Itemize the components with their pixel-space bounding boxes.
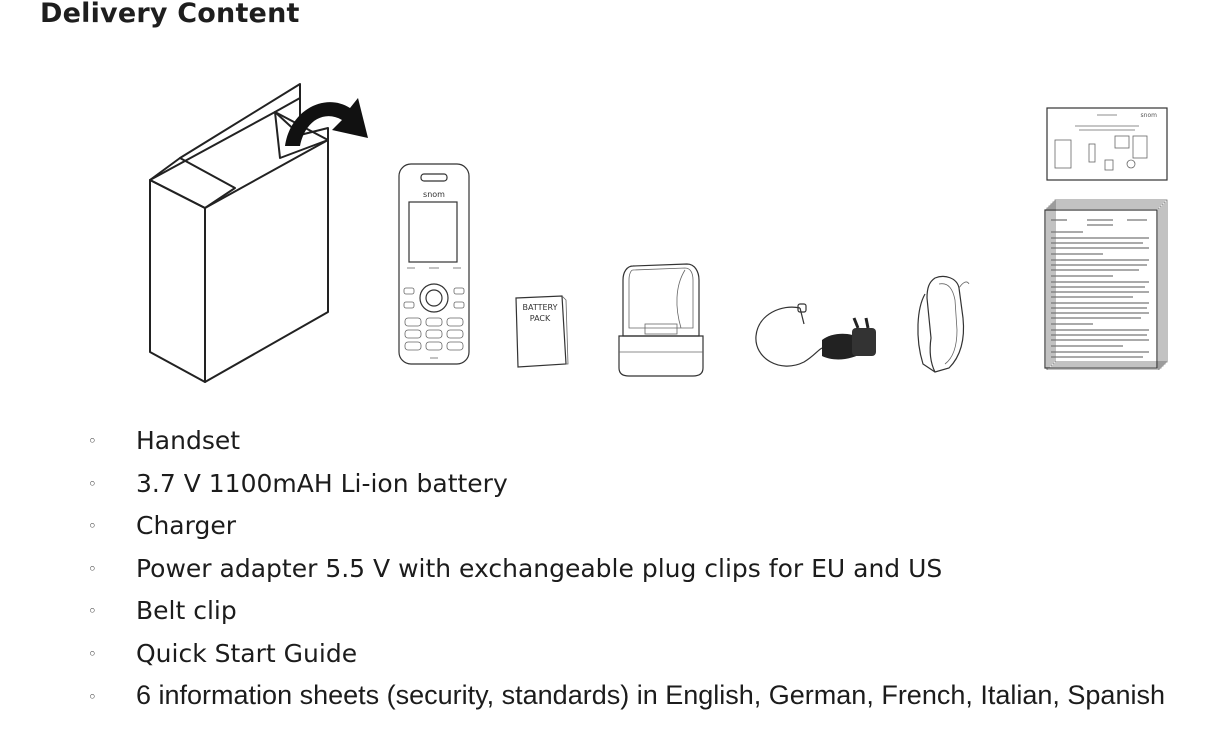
power-adapter-illustration [752,300,887,380]
guide-brand-label: snom [1141,112,1158,119]
list-item-text: Belt clip [136,596,237,626]
list-item: ◦ Handset [0,424,1214,467]
belt-clip-illustration [905,268,985,376]
list-item-text: Quick Start Guide [136,638,358,668]
bullet-marker: ◦ [88,474,97,493]
list-item: ◦ 3.7 V 1100mAH Li-ion battery [0,467,1214,510]
charger-illustration [615,258,707,380]
battery-label-line1: BATTERY [523,303,558,312]
battery-pack-illustration: BATTERY PACK [512,292,572,372]
list-item-text: Handset [136,426,241,455]
handset-brand-label: snom [423,190,445,199]
bullet-marker: ◦ [88,644,97,663]
list-item: ◦ Quick Start Guide [0,637,1214,680]
list-item: ◦ Power adapter 5.5 V with exchangeable … [0,552,1214,595]
list-item: ◦ 6 information sheets (security, standa… [0,680,1214,723]
box-illustration [140,80,380,390]
delivery-content-list: ◦ Handset ◦ 3.7 V 1100mAH Li-ion battery… [0,424,1214,722]
list-item: ◦ Belt clip [0,594,1214,637]
bullet-marker: ◦ [88,559,97,578]
bullet-marker: ◦ [88,432,97,450]
list-item-text: 6 information sheets (security, standard… [136,679,1165,710]
list-item: ◦ Charger [0,509,1214,552]
list-item-text: Charger [136,511,236,541]
list-item-text: Power adapter 5.5 V with exchangeable pl… [136,553,943,583]
handset-illustration: snom [395,160,475,370]
page-title: Delivery Content [40,0,300,29]
list-item-text: 3.7 V 1100mAH Li-ion battery [136,468,508,498]
information-sheets-illustration [1043,198,1173,370]
bullet-marker: ◦ [88,687,97,706]
quick-start-guide-illustration: snom [1045,106,1171,182]
battery-label-line2: PACK [530,314,551,323]
bullet-marker: ◦ [88,517,97,536]
bullet-marker: ◦ [88,602,97,621]
